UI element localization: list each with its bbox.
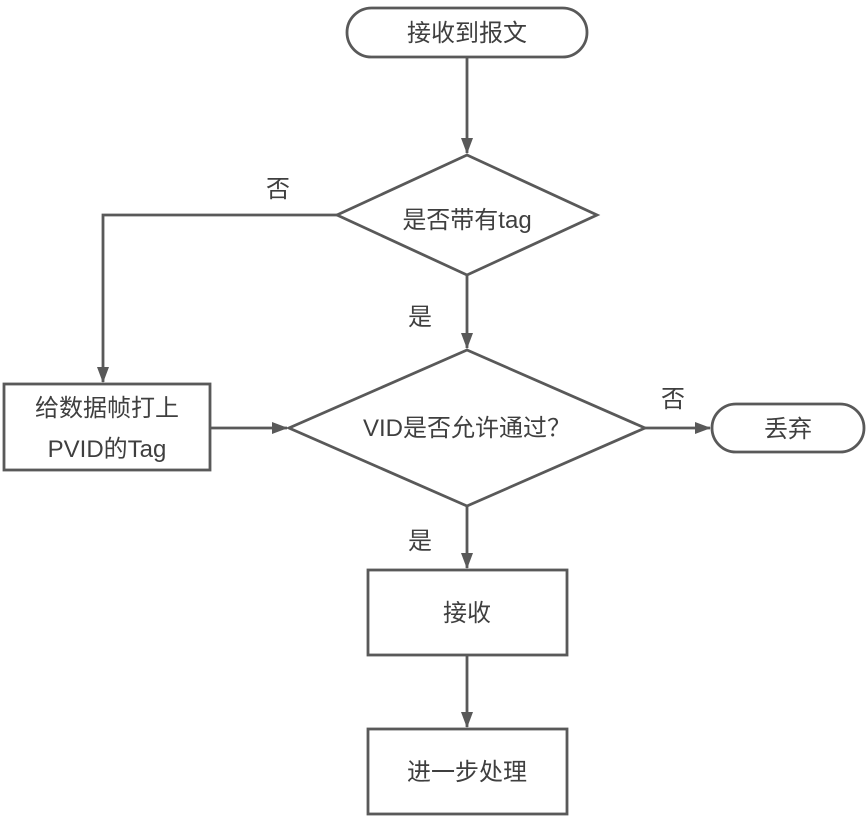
- start-node: [345, 6, 589, 59]
- edge-label-hastag-yes: 是: [408, 304, 432, 331]
- discard-node-label: 丢弃: [764, 416, 812, 443]
- edge-label-vid-no: 否: [661, 386, 685, 413]
- start-node-label: 接收到报文: [407, 20, 527, 47]
- tag-pvid-label-line1: 给数据帧打上: [35, 395, 179, 422]
- further-processing-label: 进一步处理: [407, 759, 527, 786]
- tag-pvid-label-line2: PVID的Tag: [48, 436, 167, 463]
- tag-pvid-node: [2, 382, 212, 472]
- discard-node: [710, 402, 866, 454]
- vid-allowed-decision-label: VID是否允许通过？: [363, 415, 571, 442]
- further-processing-node: [366, 727, 569, 816]
- receive-node: [366, 568, 569, 657]
- has-tag-decision-label: 是否带有tag: [402, 207, 531, 234]
- edge-hastag-no-to-tagpvid: [97, 213, 337, 383]
- vid-allowed-decision-node: [285, 348, 649, 508]
- edge-label-hastag-no: 否: [266, 176, 290, 203]
- edge-label-vid-yes: 是: [408, 528, 432, 555]
- has-tag-decision-node: [333, 153, 601, 277]
- receive-node-label: 接收: [443, 600, 491, 627]
